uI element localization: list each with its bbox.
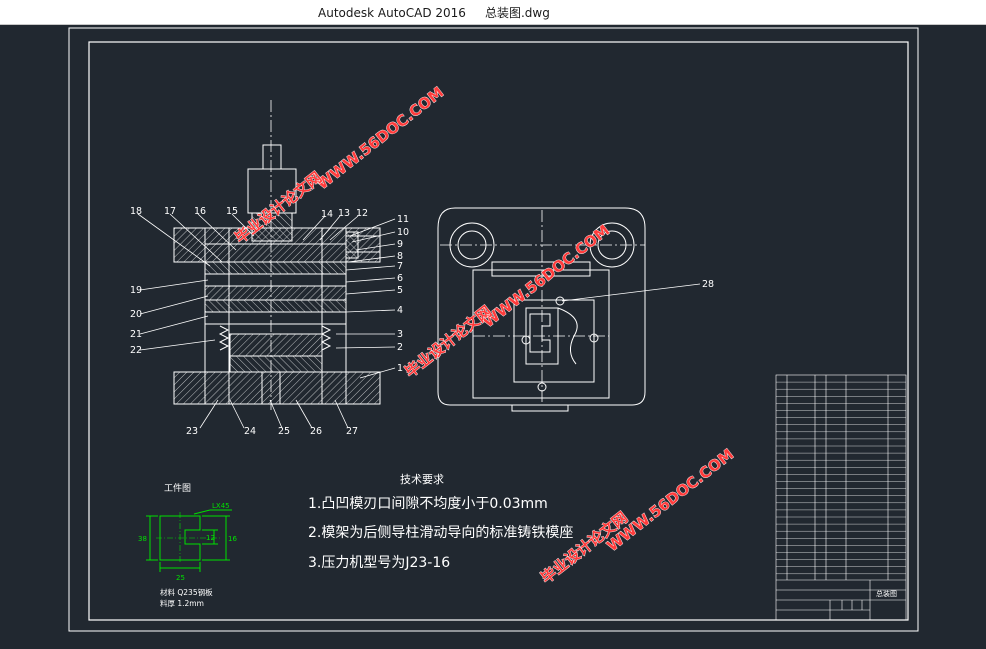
assembly-section-view[interactable] xyxy=(173,100,381,410)
tech-req-item-3: 3.压力机型号为J23-16 xyxy=(308,555,450,571)
part-label-11: 11 xyxy=(397,214,409,225)
part-label-20: 20 xyxy=(130,309,142,320)
window-titlebar: Autodesk AutoCAD 2016 总装图.dwg xyxy=(0,0,986,25)
part-label-18: 18 xyxy=(130,206,142,217)
watermark-site-2: 毕业设计论文网 xyxy=(401,302,495,381)
part-label-23: 23 xyxy=(186,426,198,437)
workpiece-thickness: 料厚 1.2mm xyxy=(160,598,204,608)
part-label-8: 8 xyxy=(397,251,403,262)
part-label-9: 9 xyxy=(397,239,403,250)
parts-list-table[interactable] xyxy=(775,374,907,621)
part-label-17: 17 xyxy=(164,206,176,217)
part-label-19: 19 xyxy=(130,285,142,296)
assembly-top-view[interactable] xyxy=(437,207,646,412)
tech-req-item-2: 2.模架为后侧导柱滑动导向的标准铸铁模座 xyxy=(308,524,573,541)
workpiece-dim-right: 16 xyxy=(228,535,237,543)
workpiece-material: 材料 Q235钢板 xyxy=(160,587,213,597)
outer-frame xyxy=(68,27,919,632)
watermark-url-1: WWW.56DOC.COM xyxy=(313,83,447,193)
part-label-22: 22 xyxy=(130,345,142,356)
inner-frame xyxy=(88,41,909,621)
watermark-url-3: WWW.56DOC.COM xyxy=(603,445,737,555)
tech-req-title: 技术要求 xyxy=(400,473,444,486)
workpiece-drawing[interactable] xyxy=(146,509,232,572)
part-label-13: 13 xyxy=(338,208,350,219)
part-label-15: 15 xyxy=(226,206,238,217)
part-label-28: 28 xyxy=(702,279,714,290)
part-label-27: 27 xyxy=(346,426,358,437)
drawing-canvas[interactable]: 18 17 16 15 14 13 12 11 10 9 8 7 6 5 4 3… xyxy=(0,25,986,645)
part-label-21: 21 xyxy=(130,329,142,340)
part-label-2: 2 xyxy=(397,342,403,353)
part-label-26: 26 xyxy=(310,426,322,437)
workpiece-dim-top: LX45 xyxy=(212,502,230,510)
part-label-1: 1 xyxy=(397,363,403,374)
part-label-4: 4 xyxy=(397,305,403,316)
part-label-25: 25 xyxy=(278,426,290,437)
title-block-drawing-name: 总装图 xyxy=(876,589,897,598)
part-label-6: 6 xyxy=(397,273,403,284)
part-label-7: 7 xyxy=(397,261,403,272)
part-label-14: 14 xyxy=(321,209,333,220)
part-label-5: 5 xyxy=(397,285,403,296)
parts-list-rows xyxy=(776,381,906,574)
part-label-12: 12 xyxy=(356,208,368,219)
tech-req-item-1: 1.凸凹模刃口间隙不均度小于0.03mm xyxy=(308,496,548,512)
part-label-16: 16 xyxy=(194,206,206,217)
workpiece-title: 工件图 xyxy=(164,482,191,494)
workpiece-dim-bottom: 25 xyxy=(176,574,185,582)
part-label-3: 3 xyxy=(397,329,403,340)
workpiece-dim-left: 38 xyxy=(138,535,147,543)
part-label-10: 10 xyxy=(397,227,409,238)
workpiece-dim-mid: 12 xyxy=(206,534,215,542)
part-label-24: 24 xyxy=(244,426,256,437)
window-title: Autodesk AutoCAD 2016 总装图.dwg xyxy=(318,6,550,20)
